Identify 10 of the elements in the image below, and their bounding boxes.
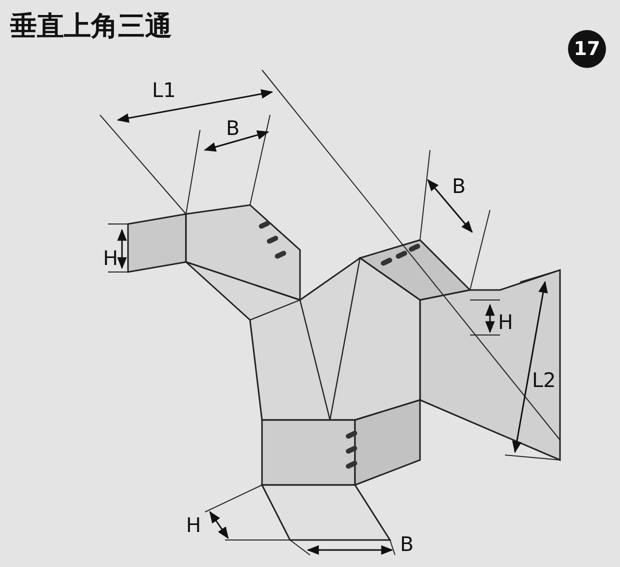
dimension-label: H — [103, 248, 118, 268]
page-number-badge: 17 — [568, 30, 606, 68]
dimension-label: L2 — [532, 370, 556, 390]
dimension-label: L1 — [152, 80, 176, 100]
dimension-label: B — [226, 118, 240, 138]
dimension-label: H — [186, 515, 202, 535]
dimension-label: H — [498, 312, 514, 332]
dimension-label: B — [400, 534, 414, 554]
title: 垂直上角三通 — [10, 10, 172, 44]
dimension-label: B — [452, 176, 466, 196]
